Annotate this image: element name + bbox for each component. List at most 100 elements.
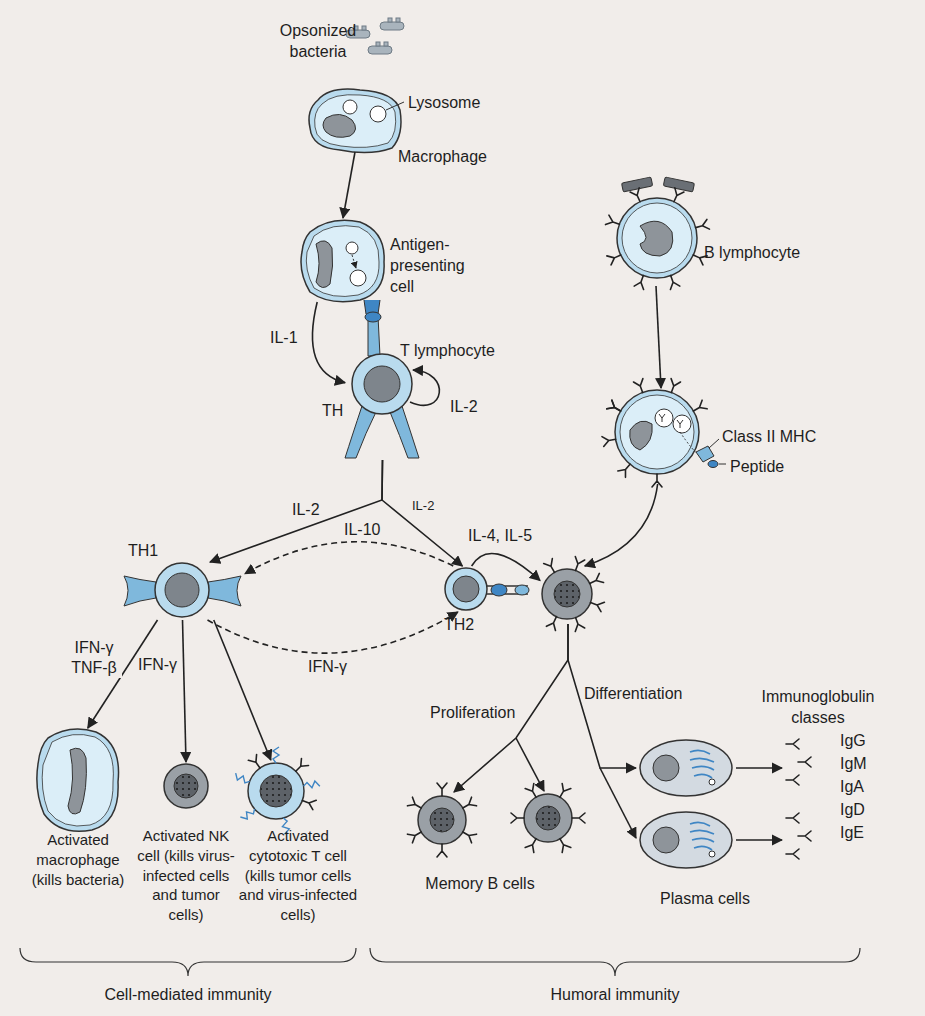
antigen-presenting-b-cell (630, 421, 653, 450)
cytokine-label: IL-1 (268, 328, 300, 348)
branch-connector (516, 738, 544, 791)
cell-label: Activated cytotoxic T cell (kills tumor … (237, 826, 359, 925)
branch-connector (516, 738, 636, 838)
cell-node: Memory B cells (414, 792, 574, 846)
cell-label: Activated NK cell (kills virus-infected … (135, 826, 237, 925)
annotation-label: Opsonized bacteria (268, 20, 368, 62)
antibody-symbol (669, 188, 684, 204)
macrophage-cell (370, 106, 386, 122)
opsonized-bacteria (388, 18, 392, 22)
antigen-presenting-b-cell (659, 414, 683, 428)
activated-macrophage (68, 748, 86, 814)
activated-b-cell (542, 569, 592, 619)
th2-cell (445, 568, 487, 610)
nk-cell (164, 764, 208, 808)
antibody-symbols (234, 188, 811, 859)
antigen-presenting-cell (301, 220, 384, 301)
antibody-symbol (667, 379, 681, 395)
th1-cell (208, 576, 241, 606)
antibody-symbol (546, 615, 561, 631)
opsonized-bacteria (376, 42, 380, 46)
cell-label: IgA (840, 776, 890, 797)
cell-node: Activated NK cell (kills virus-infected … (162, 762, 210, 810)
arrow-connector (312, 302, 345, 383)
arrow-connector (736, 839, 782, 841)
antibody-symbol (666, 274, 680, 290)
activated-macrophage (37, 729, 119, 831)
arrow-connector (382, 460, 462, 566)
plasma-cell (709, 851, 715, 857)
antibody-symbol (556, 783, 571, 799)
memory-b-cell (418, 796, 466, 844)
plasma-cell (640, 740, 732, 796)
th2-cell (515, 585, 529, 595)
opsonized-bacteria (362, 26, 366, 30)
cell-label: IgE (840, 822, 890, 843)
th1-cell (155, 563, 209, 617)
activated-macrophage (37, 729, 119, 831)
th2-cell (445, 568, 529, 610)
cell-node: Activated cytotoxic T cell (kills tumor … (246, 760, 308, 822)
nk-cell (174, 774, 198, 798)
b-lymphocyte (617, 198, 697, 278)
cell-label: Macrophage (398, 146, 508, 167)
antibody-symbol (437, 844, 447, 857)
antibody-symbol (511, 813, 524, 823)
antibody-symbol (301, 796, 317, 810)
branch-connector (600, 768, 636, 838)
cell-label: Class II MHC (722, 426, 842, 447)
opsonized-bacteria (368, 46, 392, 54)
memory-b-cell (418, 794, 572, 844)
immunity-bracket (20, 948, 356, 976)
antibody-symbol (571, 557, 585, 573)
macrophage-cell (309, 89, 401, 152)
arrow-connector (472, 553, 540, 580)
cytokine-label: Proliferation (428, 703, 517, 723)
antibody-symbol (460, 828, 476, 843)
annotation-label: Humoral immunity (485, 984, 745, 1005)
antibody-symbol (460, 797, 476, 812)
annotation-label: Cell-mediated immunity (58, 984, 318, 1005)
annotation-label: IL-2 (450, 396, 490, 417)
antibody-symbol (407, 797, 423, 812)
memory-b-cell (536, 806, 560, 830)
plasma-cell (690, 822, 714, 850)
antibody-symbol (292, 758, 308, 774)
b-lymphocyte (663, 177, 694, 192)
cytokine-label: IFN-γ (136, 655, 179, 675)
antibody-symbol (525, 836, 540, 852)
cell-label: Antigen-presenting cell (390, 234, 478, 297)
plasma-cell (709, 779, 715, 785)
b-lymphocyte (617, 177, 697, 278)
cell-label: IgD (840, 799, 890, 820)
b-lymphocyte (640, 221, 673, 256)
cell-node (540, 566, 596, 624)
antigen-presenting-b-cell (620, 395, 694, 469)
antibody-symbol (798, 757, 811, 767)
antigen-presenting-cell (306, 226, 379, 297)
arrow-connector (214, 620, 271, 760)
antigen-presenting-b-cell (655, 409, 673, 427)
antibody-symbol (248, 755, 264, 771)
antibody-symbol (437, 783, 447, 796)
t-lymphocyte (410, 370, 439, 405)
cell-node: Activated macrophage (kills bacteria) (35, 728, 123, 830)
cell-label: IgG (840, 730, 890, 751)
antibody-symbol (607, 400, 623, 415)
antibody-symbol (786, 813, 799, 823)
opsonized-bacteria (384, 42, 388, 46)
cell-label: TH2 (444, 614, 494, 635)
annotation-label: Lysosome (408, 92, 498, 113)
plasma-cell (690, 750, 714, 778)
cell-node: TH2 (444, 566, 490, 612)
antibody-symbol (786, 849, 799, 859)
opsonized-bacteria (380, 22, 404, 30)
cell-node: Immunoglobulin classesIgGIgMIgAIgDIgE (782, 688, 902, 850)
antigen-presenting-cell (346, 242, 358, 254)
arrow-connector (585, 484, 658, 566)
cell-label: TH (322, 400, 352, 421)
cell-node: T lymphocyteTH (345, 314, 420, 460)
arrow-connector (736, 767, 782, 769)
activated-b-cell (554, 581, 580, 607)
cell-node: B lymphocyte (610, 182, 702, 286)
